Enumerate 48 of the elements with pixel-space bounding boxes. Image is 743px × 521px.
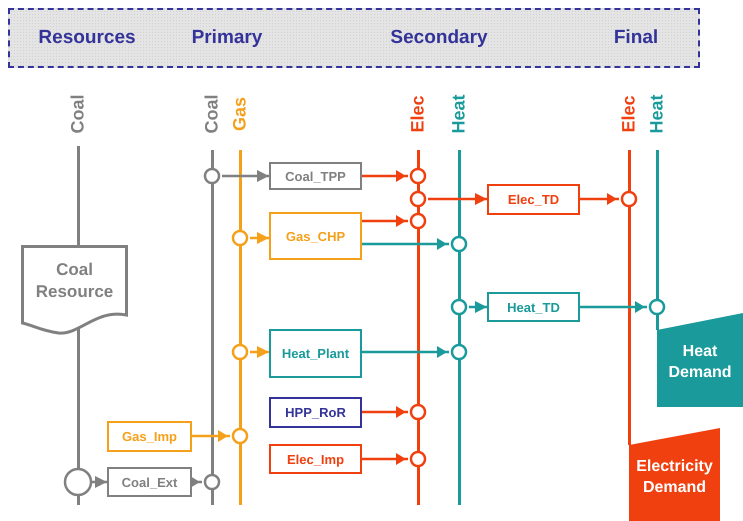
process-box bbox=[107, 467, 192, 497]
process-label: Elec_Imp bbox=[286, 452, 344, 466]
process-box bbox=[269, 212, 362, 260]
arrow bbox=[204, 168, 269, 184]
stage-heading: Secondary bbox=[390, 27, 488, 49]
arrow bbox=[410, 190, 487, 208]
stage-heading: Primary bbox=[192, 27, 262, 49]
arrow bbox=[362, 236, 468, 252]
commodity-label: Coal bbox=[202, 94, 222, 134]
arrow bbox=[362, 404, 426, 420]
demand-label: Electricity Demand bbox=[635, 457, 714, 498]
arrow bbox=[450, 298, 487, 316]
stage-header-band bbox=[8, 8, 700, 68]
process-label: Gas_CHP bbox=[286, 228, 346, 244]
commodity-label: Elec bbox=[618, 95, 640, 133]
process-box bbox=[269, 444, 362, 474]
arrow bbox=[232, 230, 269, 246]
demand-label: Heat Demand bbox=[667, 342, 733, 383]
arrow bbox=[362, 450, 426, 468]
arrow bbox=[64, 468, 107, 496]
process-box bbox=[269, 397, 362, 428]
process-label: Heat_TD bbox=[507, 300, 560, 314]
process-label: Coal_TPP bbox=[285, 168, 346, 184]
process-box bbox=[487, 292, 580, 322]
process-box bbox=[107, 421, 192, 452]
process-label: Gas_Imp bbox=[122, 429, 177, 444]
commodity-label: Heat bbox=[448, 94, 470, 134]
commodity-label: Elec bbox=[408, 95, 428, 133]
process-box bbox=[487, 184, 580, 215]
stage-heading: Final bbox=[614, 27, 658, 49]
process-label: Elec_TD bbox=[508, 192, 560, 207]
arrow bbox=[362, 212, 426, 230]
process-label: Coal_Ext bbox=[122, 474, 178, 490]
commodity-label: Gas bbox=[230, 96, 250, 132]
arrow bbox=[362, 344, 468, 360]
process-box bbox=[269, 162, 362, 190]
stage-heading: Resources bbox=[38, 27, 136, 49]
resource-label: Coal Resource bbox=[34, 259, 114, 304]
arrow bbox=[362, 168, 426, 184]
arrow bbox=[580, 190, 638, 208]
commodity-label: Heat bbox=[646, 94, 668, 134]
process-label: Heat_Plant bbox=[282, 346, 350, 361]
arrow bbox=[580, 298, 666, 316]
commodity-label: Coal bbox=[68, 94, 88, 134]
arrow bbox=[192, 428, 248, 444]
process-label: HPP_RoR bbox=[285, 405, 346, 420]
process-box bbox=[269, 329, 362, 378]
arrow bbox=[232, 344, 269, 360]
